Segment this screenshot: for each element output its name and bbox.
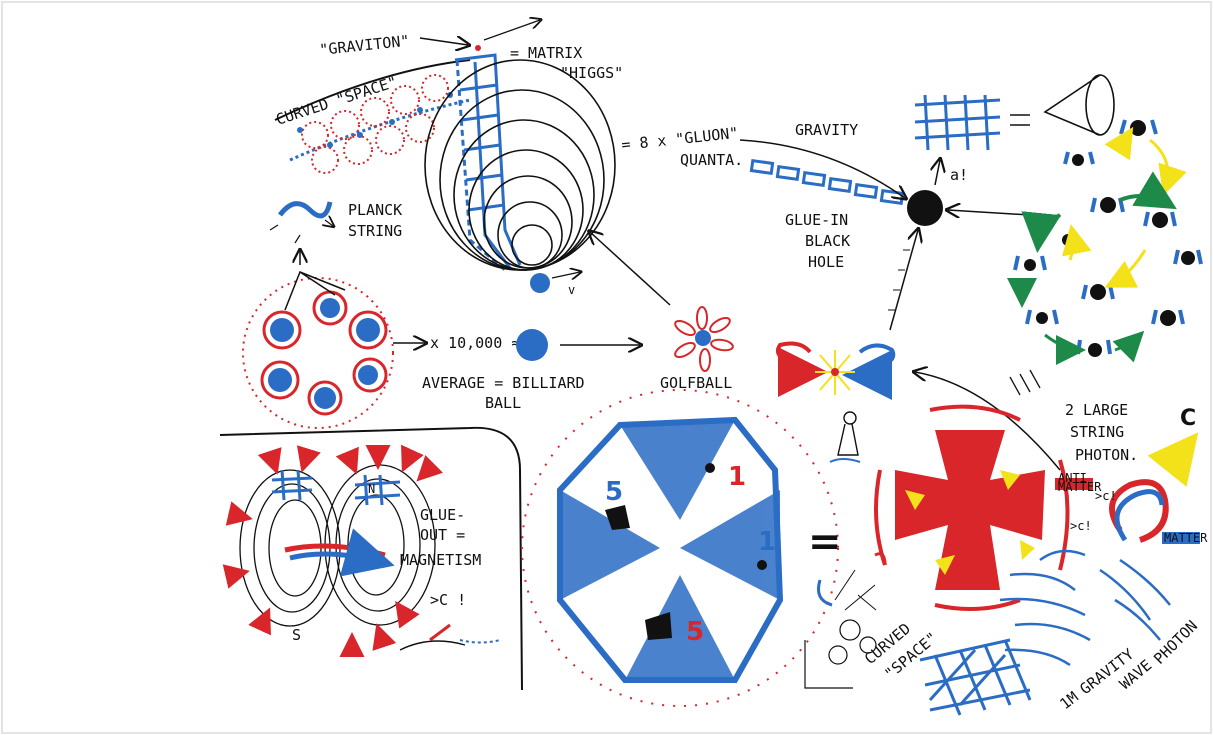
out-eq-label: OUT = xyxy=(420,526,465,544)
n-pole-label: N xyxy=(368,482,375,496)
collision-arrows xyxy=(778,344,893,395)
large-string-label: 2 LARGE xyxy=(1065,401,1128,419)
gw-photon-label: PHOTON xyxy=(1150,617,1201,668)
glue-out-label: GLUE- xyxy=(420,506,465,524)
moving-ball xyxy=(530,273,550,293)
quanta-label: QUANTA. xyxy=(680,151,743,169)
s-pole-label: S xyxy=(292,626,301,644)
matrix-label: = MATRIX xyxy=(510,44,582,62)
graviton-dot xyxy=(475,45,481,51)
gluon-label: = 8 x "GLUON" xyxy=(621,124,740,154)
red-cross-photon xyxy=(876,407,1068,609)
times-label: x 10,000 ≈ xyxy=(430,334,520,352)
gw-1m-label: 1M xyxy=(1056,688,1081,713)
blue-grid-top xyxy=(915,95,1000,150)
golfball-label: GOLFBALL xyxy=(660,374,732,392)
equals-sign: = xyxy=(808,519,842,565)
higgs-label: "HIGGS" xyxy=(560,64,623,82)
curved-space-grid xyxy=(920,640,1030,715)
gravity-wave-lines xyxy=(1000,551,1170,665)
number-5-blue: 5 xyxy=(605,477,623,507)
planck-string xyxy=(270,202,333,243)
hole-label: HOLE xyxy=(808,253,844,271)
number-1-red: 1 xyxy=(728,462,746,492)
magnetism-grids xyxy=(272,470,400,505)
billiard-ball xyxy=(516,329,548,361)
string2-label: STRING xyxy=(1070,423,1124,441)
number-1-blue: 1 xyxy=(758,527,776,557)
particle-cluster xyxy=(805,554,885,688)
gtc2-label: >c! xyxy=(1095,489,1117,503)
curved-space-top-label: CURVED "SPACE" xyxy=(274,73,400,129)
glue-in-label: GLUE-IN xyxy=(785,211,848,229)
octagon-matter: 5 1 1 5 xyxy=(522,390,838,706)
number-5-red: 5 xyxy=(686,617,704,647)
surfer-figure xyxy=(400,625,500,650)
gravity-label: GRAVITY xyxy=(795,121,858,139)
nucleon-cluster xyxy=(243,251,393,428)
gtc3-label: >c! xyxy=(1070,519,1092,533)
little-figure xyxy=(830,412,860,462)
black-label: BLACK xyxy=(805,232,850,250)
v-label: v xyxy=(568,283,575,297)
magnetism-label: MAGNETISM xyxy=(400,551,481,569)
photon-label: PHOTON. xyxy=(1075,446,1138,464)
a-label: a! xyxy=(950,166,968,184)
matter-b-label: MATTER xyxy=(1164,531,1208,545)
graviton-label: "GRAVITON" xyxy=(319,32,411,59)
gravity-well-ellipses xyxy=(425,60,615,270)
cone-shape xyxy=(1045,75,1114,135)
c-label: C xyxy=(1180,406,1196,431)
golfball-flower xyxy=(673,307,734,371)
black-hole xyxy=(907,190,943,226)
gtc-label: >C ! xyxy=(430,591,466,609)
average-label: AVERAGE = BILLIARD xyxy=(422,374,585,392)
gluon-atom-ring xyxy=(1015,120,1201,357)
planck-label: PLANCK xyxy=(348,201,402,219)
string-label: STRING xyxy=(348,222,402,240)
higgs-matrix-column xyxy=(455,55,520,270)
ball-label: BALL xyxy=(485,394,521,412)
